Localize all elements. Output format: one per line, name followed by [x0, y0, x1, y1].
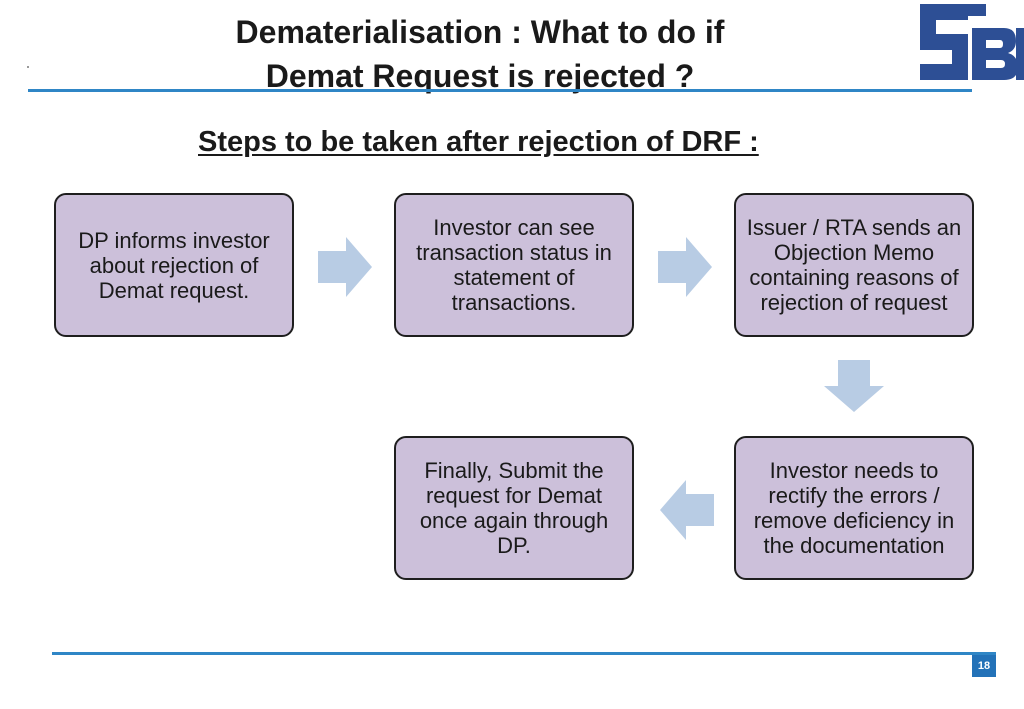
title-divider: [28, 89, 972, 92]
footer-divider: [52, 652, 996, 655]
step-box-5: Finally, Submit the request for Demat on…: [394, 436, 634, 580]
sebi-logo-icon: [920, 4, 1024, 80]
step-1-text: DP informs investor about rejection of D…: [78, 227, 270, 303]
page-title-line-2: Demat Request is rejected ?: [265, 58, 695, 94]
step-box-2: Investor can see transaction status in s…: [394, 193, 634, 337]
step-box-1: DP informs investor about rejection of D…: [54, 193, 294, 337]
step-4-text: Investor needs to rectify the errors / r…: [753, 458, 955, 558]
arrow-right-icon: [318, 237, 372, 297]
step-5-text: Finally, Submit the request for Demat on…: [419, 458, 609, 558]
step-box-3: Issuer / RTA sends an Objection Memo con…: [734, 193, 974, 337]
arrow-right-icon: [658, 237, 712, 297]
step-3-text: Issuer / RTA sends an Objection Memo con…: [746, 215, 962, 315]
step-2-text: Investor can see transaction status in s…: [416, 215, 612, 315]
arrow-down-icon: [824, 360, 884, 412]
page-title-line-1: Dematerialisation : What to do if: [235, 14, 725, 50]
stray-dot: [27, 66, 29, 68]
section-subtitle: Steps to be taken after rejection of DRF…: [198, 126, 759, 158]
page-title: Dematerialisation : What to do if Demat …: [150, 10, 810, 98]
step-box-4: Investor needs to rectify the errors / r…: [734, 436, 974, 580]
page-number-badge: 18: [972, 655, 996, 677]
arrow-left-icon: [660, 480, 714, 540]
